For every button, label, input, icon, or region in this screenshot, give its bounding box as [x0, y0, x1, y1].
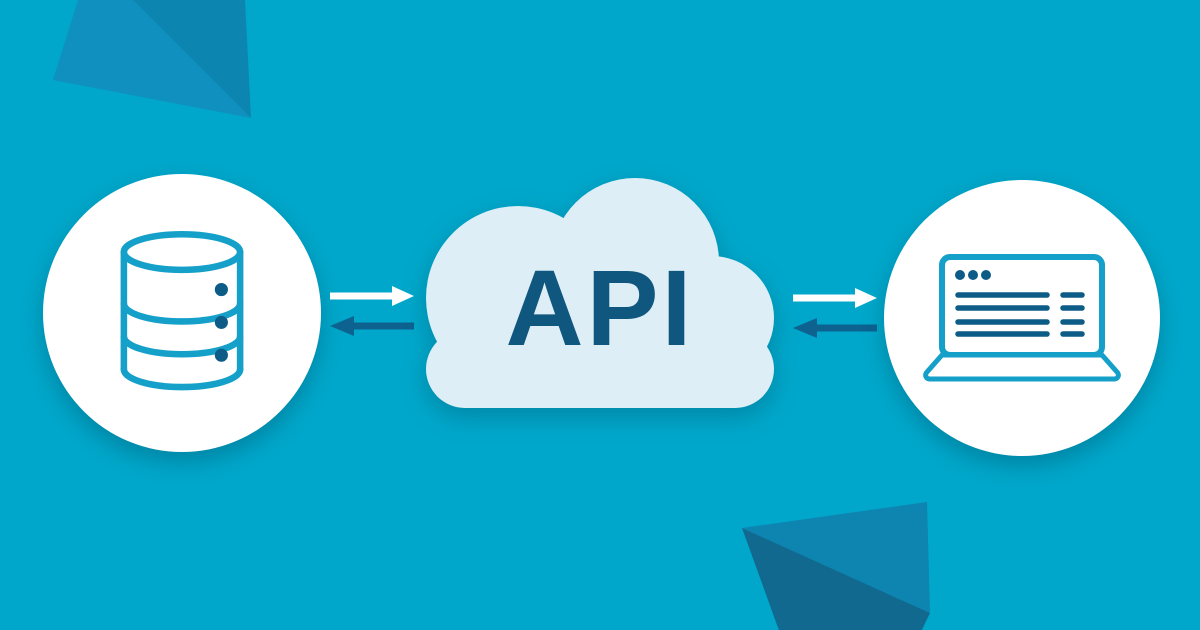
cloud-icon — [426, 178, 774, 408]
arrow-left-icon — [793, 318, 877, 338]
arrows-database-api — [330, 286, 414, 336]
laptop-icon — [923, 254, 1121, 382]
arrow-right-icon — [793, 288, 877, 308]
decor-facet-top-left-dark — [133, 0, 251, 118]
arrow-left-icon — [330, 316, 414, 336]
decor-facet-top-left-light — [53, 0, 251, 118]
arrows-api-client — [793, 288, 877, 338]
arrow-right-icon — [330, 286, 414, 306]
decor-facet-bottom-right-dark — [742, 528, 930, 630]
client-node — [884, 180, 1160, 456]
database-node — [43, 174, 321, 452]
decor-facet-bottom-right-light — [742, 502, 930, 613]
database-icon — [120, 230, 244, 391]
api-label: API — [505, 246, 695, 368]
